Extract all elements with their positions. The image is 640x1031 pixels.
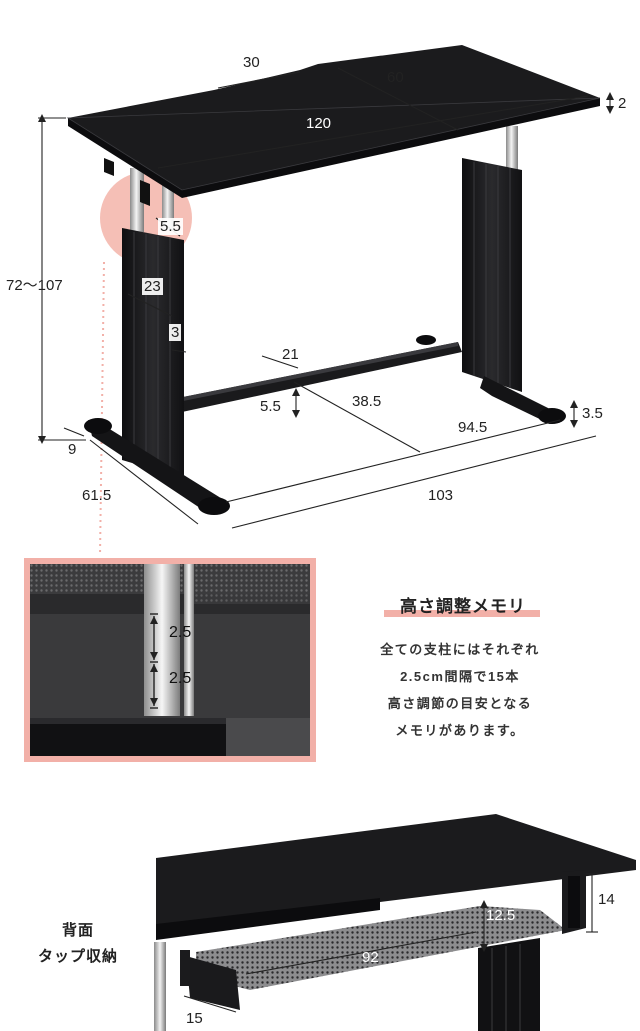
inset-chrome-post [144, 564, 180, 716]
feature-line: 2.5cm間隔で15本 [400, 669, 520, 684]
height-scale-inset [24, 558, 316, 762]
dim-column-inner: 3 [169, 324, 182, 341]
inset-column-top [30, 718, 226, 756]
dim-tray-drop: 14 [598, 891, 615, 908]
dim-column-width: 23 [142, 278, 163, 295]
desk-illustration [38, 45, 614, 557]
dim-top-width: 120 [306, 115, 332, 132]
dim-crossbar-width: 21 [282, 346, 299, 363]
desk-top-surface [68, 45, 600, 190]
back-right-column [462, 158, 522, 392]
rear-storage-label: 背面 タップ収納 [18, 918, 138, 970]
dim-foot-span: 94.5 [458, 419, 488, 436]
connector-dotted-line [99, 261, 105, 557]
dim-crossbar-height: 5.5 [260, 398, 281, 415]
dim-base-width: 103 [428, 487, 454, 504]
front-left-foot [88, 420, 224, 512]
dim-top-depth: 60 [387, 69, 404, 86]
feature-title-underline [384, 610, 540, 617]
feature-description: 全ての支柱にはそれぞれ 2.5cm間隔で15本 高さ調節の目安となる メモリがあ… [360, 636, 560, 744]
dim-tray-depth: 15 [186, 1010, 203, 1027]
rear-storage-label-line2: タップ収納 [37, 948, 118, 965]
rear-leg-column [478, 938, 540, 1031]
rear-tray-illustration [154, 814, 636, 1031]
dim-base-depth: 61.5 [82, 487, 112, 504]
feature-line: メモリがあります。 [395, 723, 525, 738]
dim-top-notch: 30 [243, 54, 260, 71]
dim-crossbar-offset: 38.5 [352, 393, 382, 410]
feature-line: 全ての支柱にはそれぞれ [380, 642, 540, 657]
feature-line: 高さ調節の目安となる [387, 696, 533, 711]
rear-tray-mesh [196, 906, 566, 990]
feature-title: 高さ調整メモリ [400, 597, 526, 616]
dim-tray-height: 12.5 [486, 907, 516, 924]
front-left-column [122, 228, 184, 478]
rear-chrome-post [154, 942, 166, 1031]
crossbar [178, 342, 462, 412]
inset-mark-upper: 2.5 [169, 624, 192, 641]
rear-desk-top [156, 814, 636, 930]
inset-mark-lower: 2.5 [169, 670, 192, 687]
dim-tray-width: 92 [362, 949, 379, 966]
dim-foot-height: 3.5 [582, 405, 603, 422]
dim-column-gap: 5.5 [158, 218, 183, 235]
dim-height-range: 72〜107 [6, 277, 63, 294]
dim-foot-thickness: 9 [68, 441, 77, 458]
rear-storage-label-line1: 背面 [61, 922, 94, 939]
dim-top-thickness: 2 [618, 95, 627, 112]
underside-hook [104, 158, 114, 176]
